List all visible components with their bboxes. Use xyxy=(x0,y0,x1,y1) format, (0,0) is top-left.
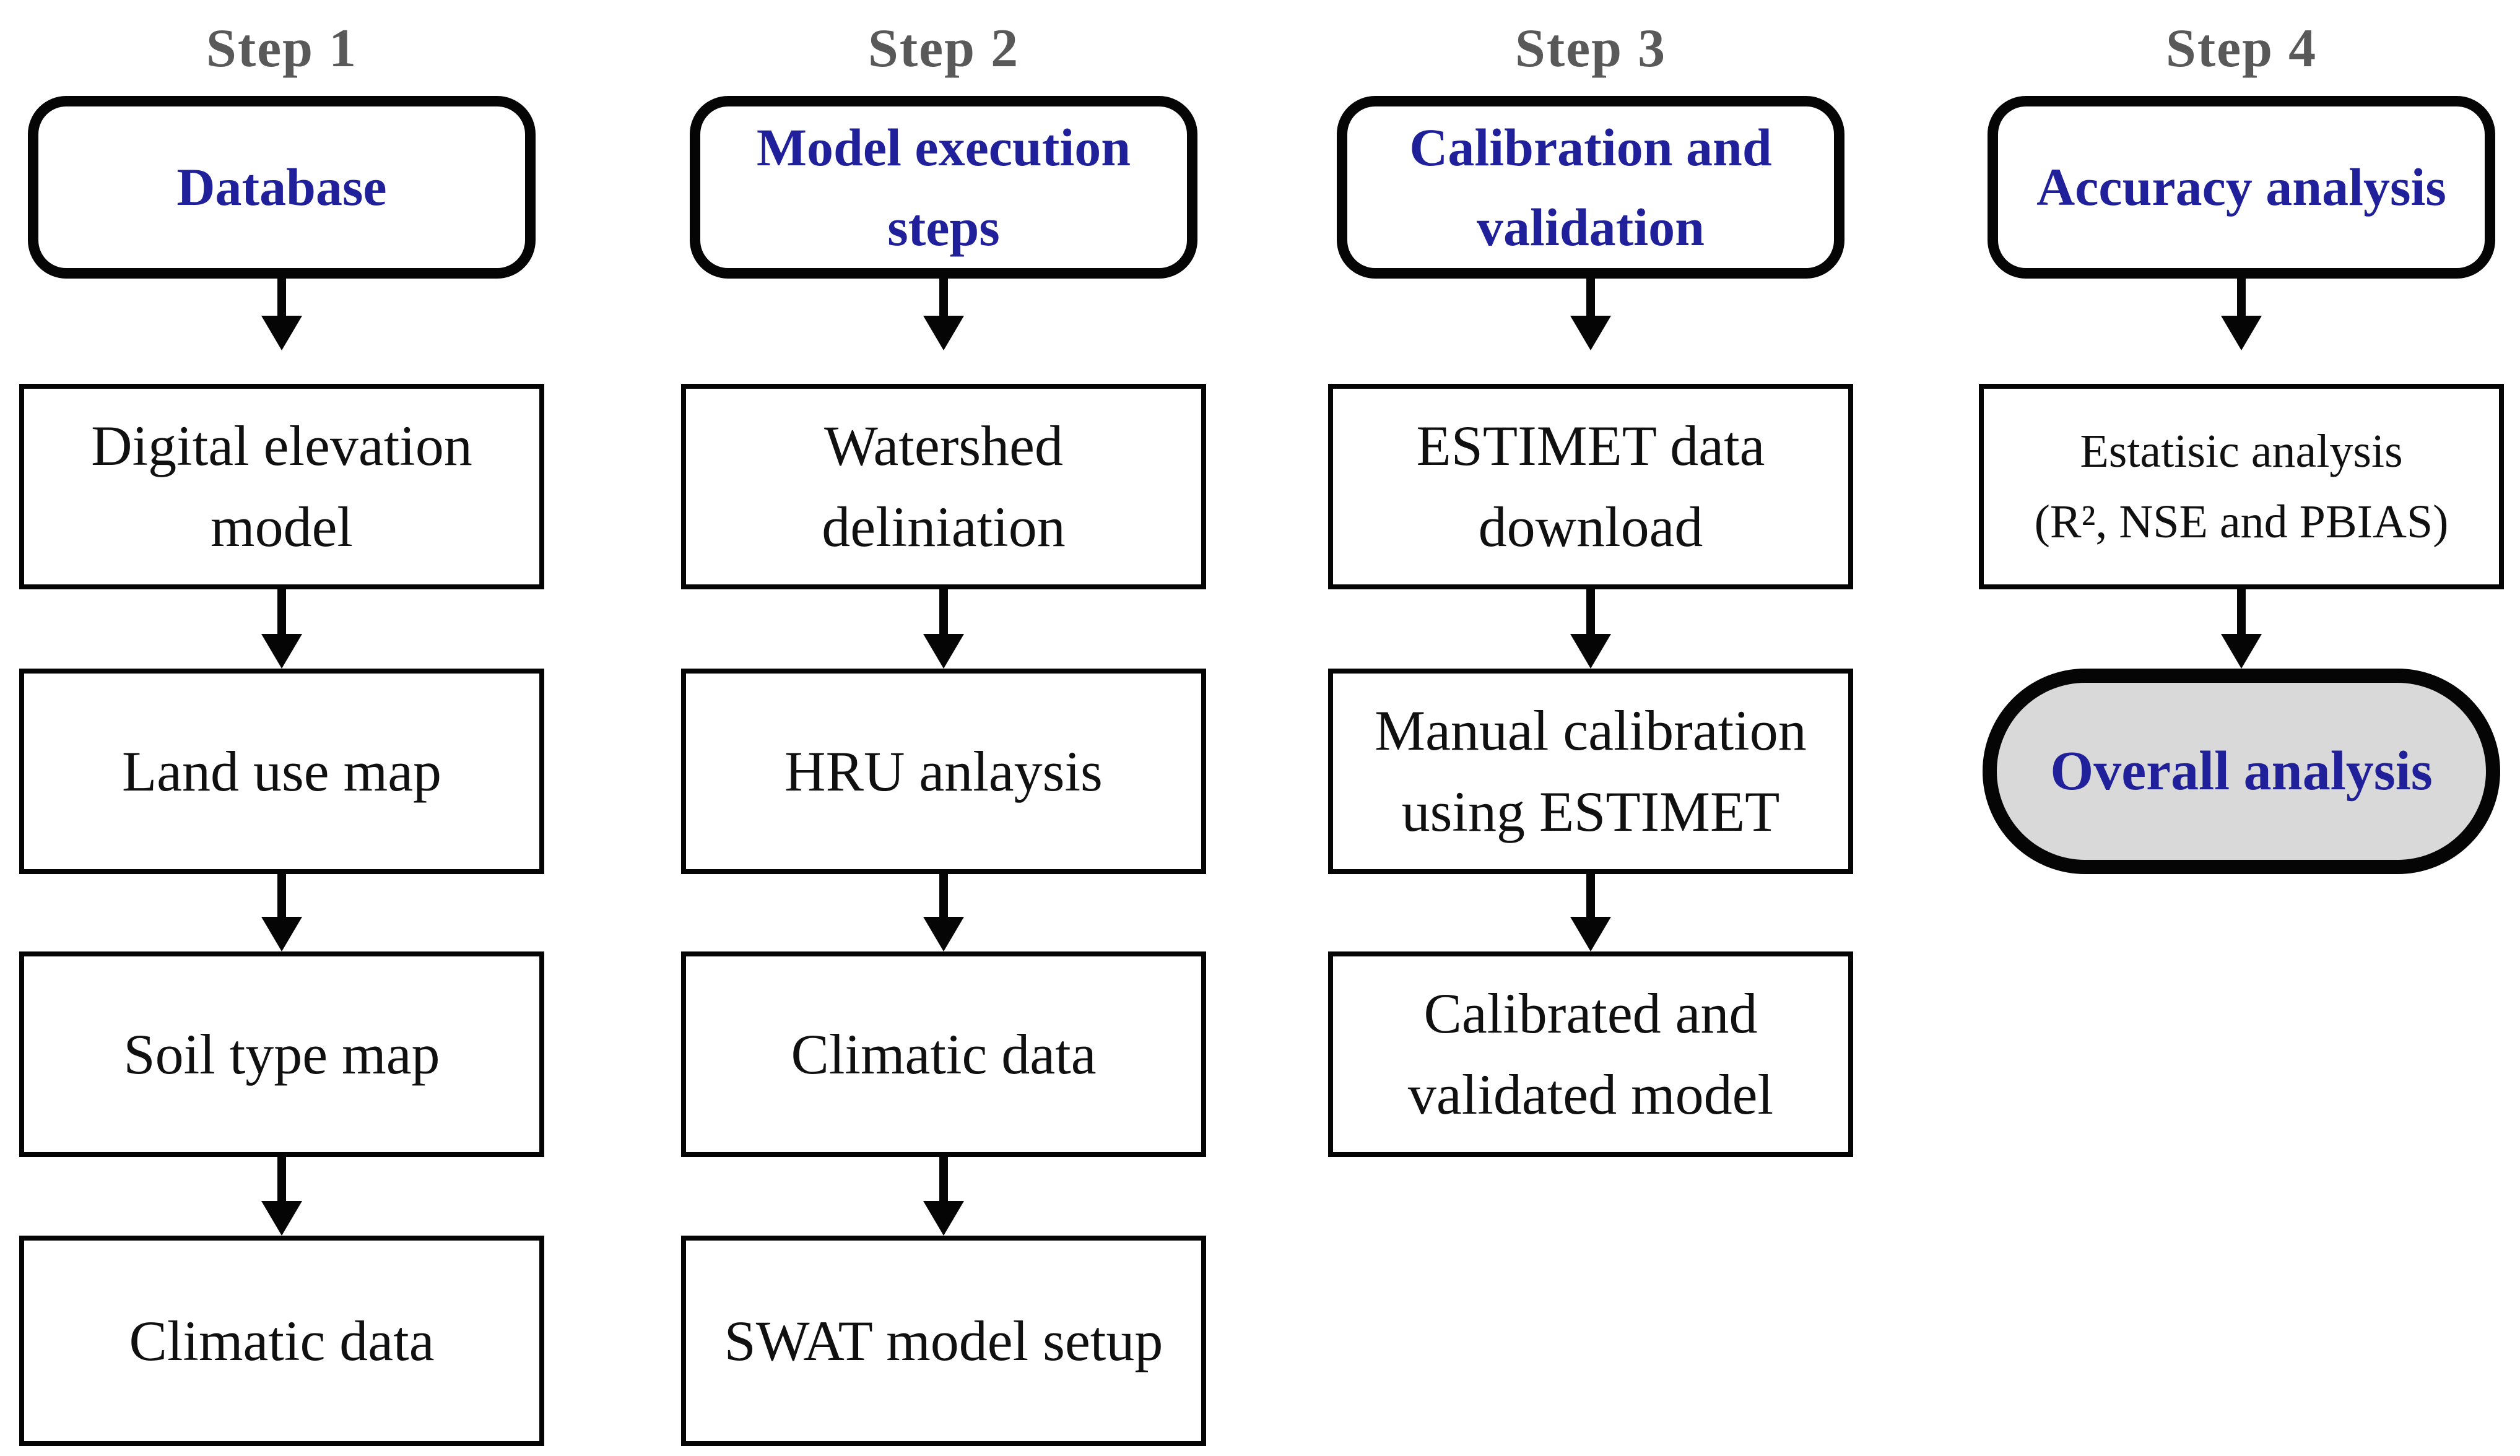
header-box-database: Database xyxy=(28,96,536,279)
arrowhead-icon xyxy=(923,316,964,350)
header-box-model-execution-steps: Model execution steps xyxy=(690,96,1197,279)
down-arrow xyxy=(922,1157,965,1236)
down-arrow xyxy=(260,1157,303,1236)
arrow-stem xyxy=(1586,279,1595,316)
step-label: Step 4 xyxy=(2165,18,2318,79)
arrow-stem xyxy=(939,1157,948,1201)
terminal-box-overall-analysis: Overall analysis xyxy=(1983,669,2500,874)
column-step-1: Step 1 Database Digital elevation model … xyxy=(19,0,544,1456)
box-climatic-data: Climatic data xyxy=(19,1236,544,1446)
box-estimet-data-download: ESTIMET data download xyxy=(1328,384,1853,589)
step-label: Step 2 xyxy=(867,18,1020,79)
arrowhead-icon xyxy=(923,634,964,669)
arrow-stem xyxy=(2237,589,2246,634)
down-arrow xyxy=(260,279,303,350)
down-arrow xyxy=(922,874,965,951)
arrow-stem xyxy=(277,589,286,634)
header-box-accuracy-analysis: Accuracy analysis xyxy=(1988,96,2495,279)
arrow-stem xyxy=(2237,279,2246,316)
arrow-stem xyxy=(277,279,286,316)
step-label: Step 1 xyxy=(206,18,358,79)
arrow-stem xyxy=(1586,589,1595,634)
box-hru-anlaysis: HRU anlaysis xyxy=(681,669,1206,874)
box-soil-type-map: Soil type map xyxy=(19,951,544,1157)
arrowhead-icon xyxy=(923,917,964,951)
step-label: Step 3 xyxy=(1514,18,1667,79)
down-arrow xyxy=(922,589,965,669)
box-estatisic-analysis: Estatisic analysis (R², NSE and PBIAS) xyxy=(1979,384,2504,589)
box-calibrated-and-validated-model: Calibrated and validated model xyxy=(1328,951,1853,1157)
arrowhead-icon xyxy=(261,634,302,669)
arrowhead-icon xyxy=(1570,316,1611,350)
column-step-2: Step 2 Model execution steps Watershed d… xyxy=(681,0,1206,1456)
arrowhead-icon xyxy=(2221,316,2262,350)
arrow-stem xyxy=(277,874,286,917)
column-step-3: Step 3 Calibration and validation ESTIME… xyxy=(1328,0,1853,1456)
arrowhead-icon xyxy=(1570,634,1611,669)
box-swat-model-setup: SWAT model setup xyxy=(681,1236,1206,1446)
down-arrow xyxy=(1569,874,1612,951)
column-step-4: Step 4 Accuracy analysis Estatisic analy… xyxy=(1979,0,2504,1456)
down-arrow xyxy=(2220,589,2263,669)
arrowhead-icon xyxy=(261,917,302,951)
header-box-calibration-and-validation: Calibration and validation xyxy=(1337,96,1844,279)
arrow-stem xyxy=(939,589,948,634)
down-arrow xyxy=(1569,589,1612,669)
arrow-stem xyxy=(939,874,948,917)
box-watershed-deliniation: Watershed deliniation xyxy=(681,384,1206,589)
down-arrow xyxy=(2220,279,2263,350)
box-climatic-data: Climatic data xyxy=(681,951,1206,1157)
arrow-stem xyxy=(1586,874,1595,917)
arrowhead-icon xyxy=(2221,634,2262,669)
down-arrow xyxy=(260,874,303,951)
arrowhead-icon xyxy=(261,316,302,350)
arrow-stem xyxy=(939,279,948,316)
arrowhead-icon xyxy=(923,1201,964,1236)
arrow-stem xyxy=(277,1157,286,1201)
down-arrow xyxy=(1569,279,1612,350)
box-digital-elevation-model: Digital elevation model xyxy=(19,384,544,589)
box-manual-calibration-using-estimet: Manual calibration using ESTIMET xyxy=(1328,669,1853,874)
down-arrow xyxy=(922,279,965,350)
arrowhead-icon xyxy=(1570,917,1611,951)
arrowhead-icon xyxy=(261,1201,302,1236)
box-land-use-map: Land use map xyxy=(19,669,544,874)
down-arrow xyxy=(260,589,303,669)
